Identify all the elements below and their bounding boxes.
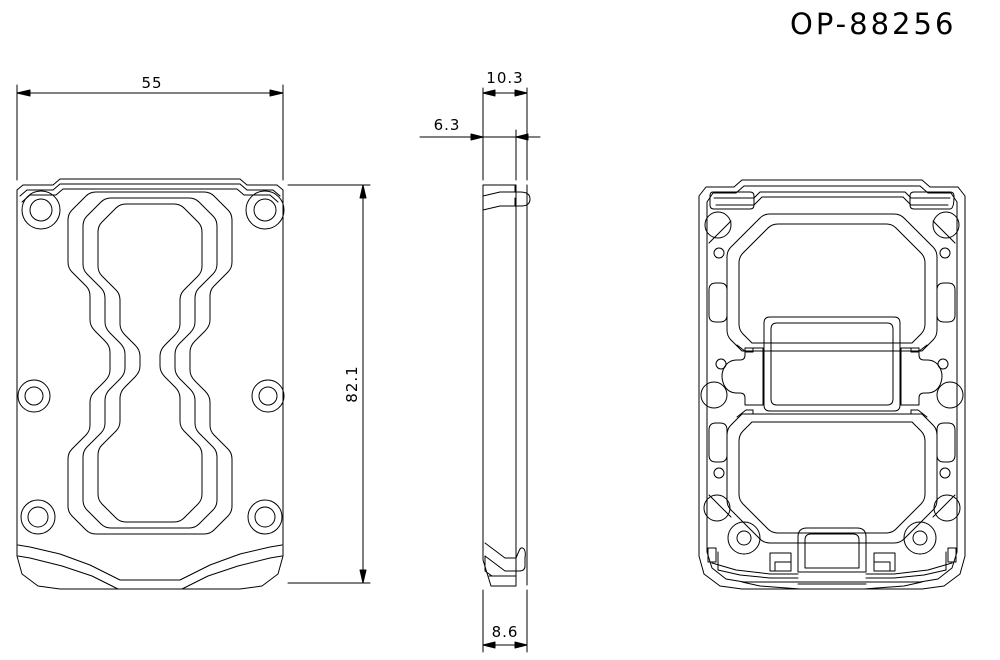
rear-pin-hole-4 xyxy=(937,358,949,370)
rear-corner-rib-tl xyxy=(708,220,732,244)
side-view xyxy=(482,184,531,587)
rear-boss-top-left xyxy=(704,211,732,239)
dim-label-overall-depth: 10.3 xyxy=(486,69,523,87)
dim-label-step-depth: 6.3 xyxy=(434,116,461,134)
rear-boss-bottom-right xyxy=(933,494,961,522)
rear-boss-bottom-left xyxy=(703,494,731,522)
front-screw-boss-mid-left xyxy=(17,379,51,413)
rear-rib-connector-left-2 xyxy=(736,409,754,418)
dimension-step-depth-6-3: 6.3 xyxy=(419,116,541,181)
rear-boss-top-right xyxy=(932,211,960,239)
dimension-base-depth-8-6: 8.6 xyxy=(482,589,528,653)
dimension-height-82-1: 82.1 xyxy=(287,184,371,584)
rear-side-recess-left-2 xyxy=(708,422,728,463)
front-top-step-line xyxy=(19,183,281,197)
rear-screw-hole-bottom-left xyxy=(727,521,761,555)
rear-boss-mid-left xyxy=(700,381,728,409)
rear-rib-lobe-right xyxy=(900,347,943,406)
rear-view xyxy=(698,179,966,590)
rear-corner-rib-bl xyxy=(708,494,732,518)
side-latch-bottom-lower xyxy=(484,555,517,572)
rear-top-rail-line xyxy=(713,191,951,199)
rear-latch-clip-right-inner xyxy=(873,561,891,572)
rear-pin-hole-6 xyxy=(939,467,951,479)
rear-bottom-arm-left-2 xyxy=(711,562,799,575)
rear-side-recess-right-2 xyxy=(936,422,956,463)
front-screw-boss-top-left xyxy=(21,190,61,230)
rear-rib-connector-right xyxy=(910,344,928,353)
rear-corner-rib-br xyxy=(932,494,956,518)
dim-arrow-bottom xyxy=(359,569,367,584)
rear-rib-connector-right-2 xyxy=(910,409,928,418)
rear-bottom-rim xyxy=(741,581,923,590)
rear-end-post-right xyxy=(947,547,957,563)
front-bottom-flange-line-1 xyxy=(17,544,283,581)
rear-bottom-arm-right-2 xyxy=(865,562,953,575)
front-view xyxy=(16,178,285,590)
front-screw-boss-top-right xyxy=(245,190,285,230)
drawing-title: OP-88256 xyxy=(790,7,956,41)
rear-side-recess-left xyxy=(708,282,728,323)
dim-label-width: 55 xyxy=(141,74,162,92)
rear-connector-inner xyxy=(804,533,860,569)
rear-pin-hole-1 xyxy=(713,247,725,259)
dim-arrow-right xyxy=(514,89,528,97)
dim-arrow-left xyxy=(470,133,484,141)
rear-bottom-arm-right xyxy=(865,551,947,579)
rear-boss-mid-right xyxy=(936,381,964,409)
rear-cavity-upper-inner xyxy=(738,223,926,344)
rear-connector-outer xyxy=(797,527,867,573)
rear-top-tab-right xyxy=(909,191,955,210)
front-gasket-contour-mid xyxy=(82,197,218,529)
rear-inner-wall-outline xyxy=(706,185,958,583)
front-gasket-contour-outer xyxy=(67,191,233,535)
side-latch-top-hook xyxy=(514,191,531,207)
rear-rib-connector-left xyxy=(736,344,754,353)
dimension-depth-10-3: 10.3 xyxy=(482,69,528,181)
rear-bottom-arm-left xyxy=(717,551,799,579)
side-latch-top-lower xyxy=(482,205,516,211)
front-screw-boss-bottom-right xyxy=(247,499,283,535)
side-latch-bottom-hook xyxy=(515,547,526,572)
front-screw-boss-mid-right xyxy=(251,379,285,413)
dim-arrow-right xyxy=(515,133,529,141)
front-top-step-line-2 xyxy=(21,188,279,203)
rear-corner-rib-tr xyxy=(932,220,956,244)
front-outer-outline xyxy=(16,178,284,590)
side-latch-top xyxy=(482,185,516,197)
dim-label-height: 82.1 xyxy=(343,365,361,402)
dim-label-base-depth: 8.6 xyxy=(492,623,519,641)
dim-arrow-top xyxy=(359,184,367,199)
rear-top-tab-left xyxy=(709,191,755,210)
front-bottom-flange-line-2 xyxy=(17,555,283,590)
rear-side-recess-right xyxy=(936,282,956,323)
rear-top-rail-line-2 xyxy=(715,196,949,206)
front-gasket-contour-inner xyxy=(97,203,203,523)
rear-pin-hole-3 xyxy=(715,358,727,370)
dim-arrow-right xyxy=(514,641,528,649)
dim-arrow-right xyxy=(269,89,284,97)
rear-screw-hole-bottom-right xyxy=(903,521,937,555)
dim-arrow-left xyxy=(482,641,496,649)
rear-cavity-lower-inner xyxy=(738,421,926,534)
rear-rib-lobe-left xyxy=(721,347,764,406)
dim-arrow-left xyxy=(16,89,31,97)
rear-center-pocket-outer xyxy=(763,316,901,412)
rear-outer-outline xyxy=(698,179,966,590)
dim-arrow-left xyxy=(482,89,496,97)
rear-pin-hole-5 xyxy=(713,467,725,479)
rear-end-post-left xyxy=(707,547,717,563)
dimension-width-55: 55 xyxy=(16,74,284,181)
rear-cavity-lower-outer xyxy=(726,413,938,544)
rear-center-pocket-inner xyxy=(770,322,894,406)
rear-latch-clip-left-inner xyxy=(774,561,792,572)
side-front-face-outline xyxy=(482,184,517,587)
side-latch-bottom-upper xyxy=(484,542,517,559)
front-screw-boss-bottom-left xyxy=(20,499,56,535)
rear-cavity-upper-outer xyxy=(726,213,938,352)
rear-pin-hole-2 xyxy=(939,247,951,259)
